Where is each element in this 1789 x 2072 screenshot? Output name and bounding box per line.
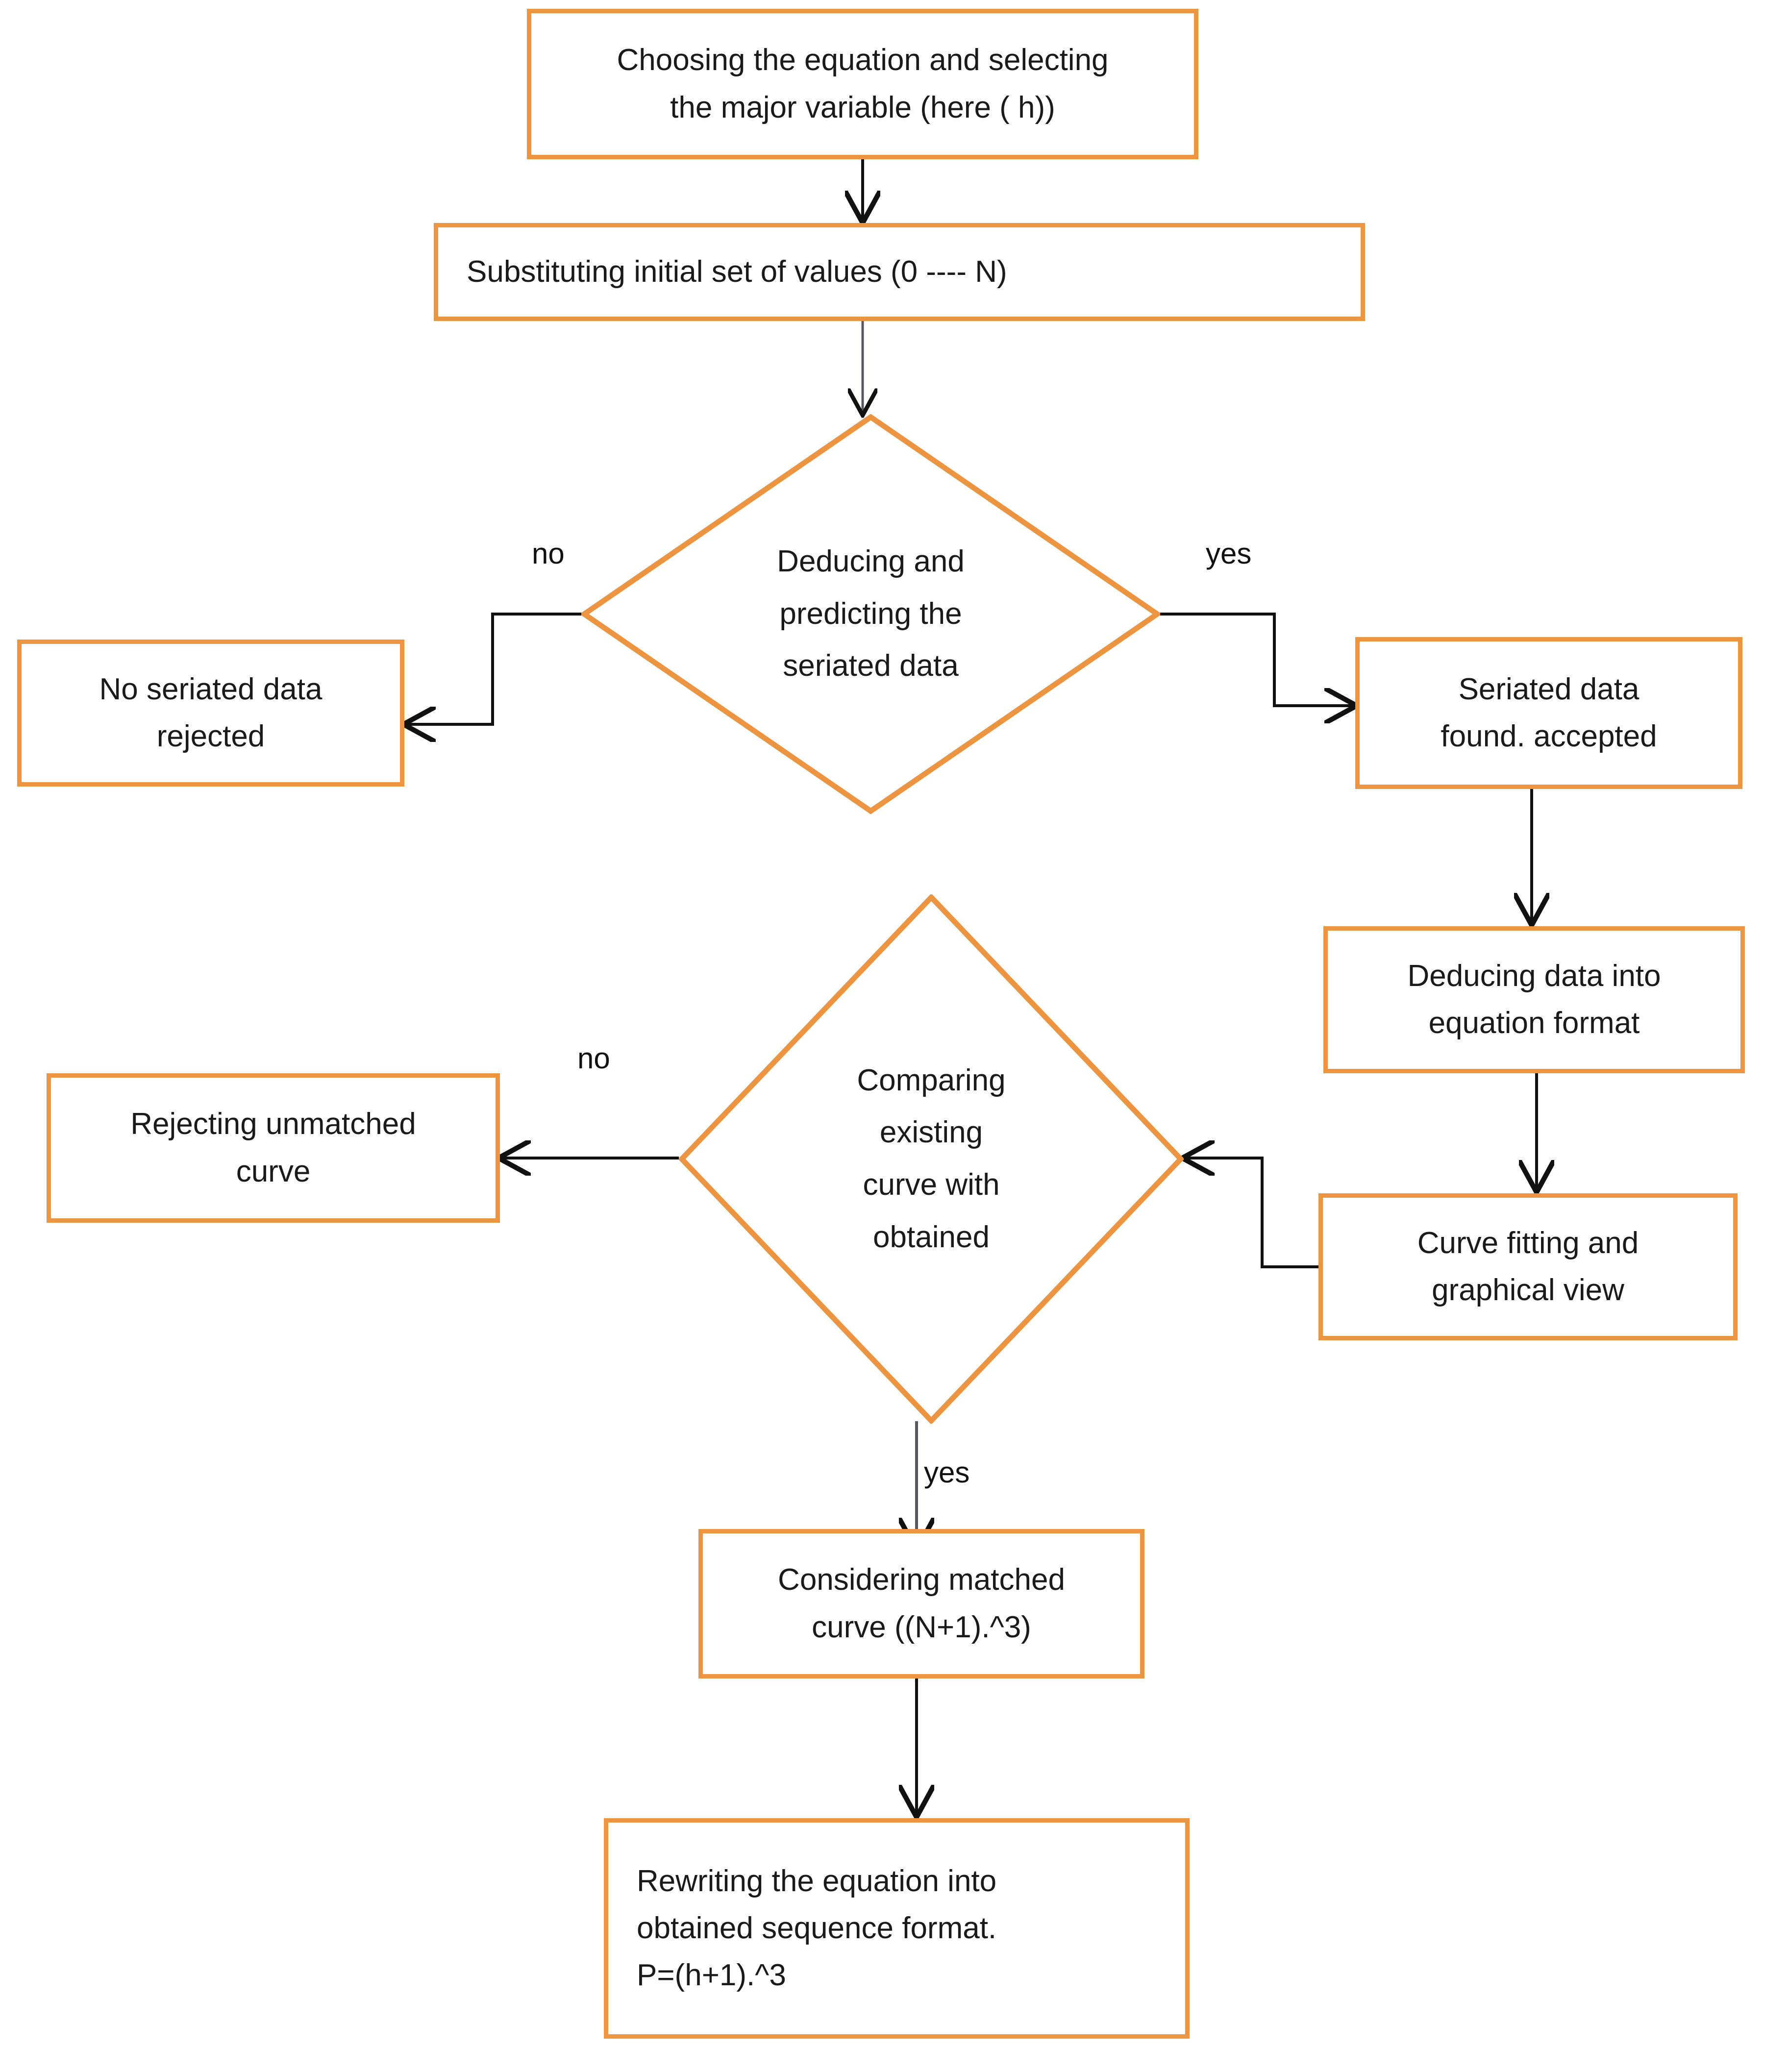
node-decision2-text: Comparing existing curve with obtained [775, 1055, 1088, 1264]
node-curve-fitting[interactable]: Curve fitting and graphical view [1318, 1193, 1738, 1340]
node-rejected1-line1: No seriated data [99, 672, 323, 706]
edge-label-decision2-yes: yes [924, 1456, 970, 1489]
node-accepted-line1: Seriated data [1458, 672, 1640, 706]
node-decision2-line2: existing [879, 1115, 983, 1150]
node-matched-curve[interactable]: Considering matched curve ((N+1).^3) [698, 1529, 1144, 1678]
node-decision1[interactable]: Deducing and predicting the seriated dat… [581, 414, 1160, 814]
node-deduce-equation-line1: Deducing data into [1407, 959, 1661, 993]
node-rewrite-equation-text: Rewriting the equation into obtained seq… [637, 1858, 996, 1999]
node-start-text: Choosing the equation and selecting the … [617, 37, 1108, 131]
node-rewrite-equation-line2: obtained sequence format. [637, 1911, 997, 1945]
node-decision1-line3: seriated data [783, 649, 959, 683]
edge-curvefit-to-decision2 [1184, 1158, 1318, 1268]
node-matched-curve-line1: Considering matched [778, 1563, 1065, 1597]
node-substitute-line1: Substituting initial set of values (0 --… [467, 254, 1007, 289]
edge-label-decision1-yes: yes [1206, 537, 1252, 570]
node-decision2-line1: Comparing [857, 1063, 1006, 1097]
node-accepted-text: Seriated data found. accepted [1441, 666, 1657, 760]
node-rejected2-line1: Rejecting unmatched [130, 1107, 416, 1141]
node-decision1-text: Deducing and predicting the seriated dat… [691, 536, 1050, 692]
node-curve-fitting-line2: graphical view [1432, 1273, 1624, 1307]
node-substitute-text: Substituting initial set of values (0 --… [467, 248, 1007, 296]
node-curve-fitting-text: Curve fitting and graphical view [1417, 1220, 1639, 1314]
edge-decision1-yes [1160, 613, 1355, 706]
node-deduce-equation-text: Deducing data into equation format [1407, 953, 1661, 1047]
node-decision2-line3: curve with [863, 1168, 1000, 1202]
edge-label-decision2-no: no [577, 1042, 610, 1075]
node-substitute[interactable]: Substituting initial set of values (0 --… [434, 223, 1365, 321]
decision2-diamond-shape [679, 894, 1184, 1424]
node-start-line1: Choosing the equation and selecting [617, 43, 1109, 77]
node-rewrite-equation-line1: Rewriting the equation into [637, 1864, 997, 1898]
node-start[interactable]: Choosing the equation and selecting the … [527, 9, 1198, 159]
node-rejected2-text: Rejecting unmatched curve [130, 1101, 416, 1195]
node-decision2-line4: obtained [873, 1220, 990, 1254]
node-decision2[interactable]: Comparing existing curve with obtained [679, 894, 1184, 1424]
node-rewrite-equation-line3: P=(h+1).^3 [637, 1958, 786, 1993]
node-rejected2-line2: curve [236, 1154, 311, 1188]
node-start-line2: the major variable (here ( h)) [670, 90, 1055, 124]
node-curve-fitting-line1: Curve fitting and [1417, 1226, 1639, 1260]
node-rejected1[interactable]: No seriated data rejected [17, 640, 404, 787]
node-deduce-equation-line2: equation format [1428, 1006, 1640, 1040]
node-matched-curve-text: Considering matched curve ((N+1).^3) [778, 1556, 1065, 1651]
decision1-diamond-shape [581, 414, 1160, 814]
node-rewrite-equation[interactable]: Rewriting the equation into obtained seq… [604, 1818, 1190, 2039]
node-rejected2[interactable]: Rejecting unmatched curve [47, 1073, 500, 1223]
node-matched-curve-line2: curve ((N+1).^3) [812, 1610, 1031, 1644]
node-accepted-line2: found. accepted [1441, 719, 1657, 753]
node-decision1-line1: Deducing and [777, 544, 965, 579]
node-decision1-line2: predicting the [779, 596, 962, 631]
node-rejected1-line2: rejected [156, 719, 265, 753]
node-deduce-equation[interactable]: Deducing data into equation format [1323, 926, 1745, 1073]
node-rejected1-text: No seriated data rejected [99, 666, 323, 760]
edge-label-decision1-no: no [532, 537, 565, 570]
edge-decision1-no [405, 613, 581, 724]
node-accepted[interactable]: Seriated data found. accepted [1355, 637, 1742, 789]
